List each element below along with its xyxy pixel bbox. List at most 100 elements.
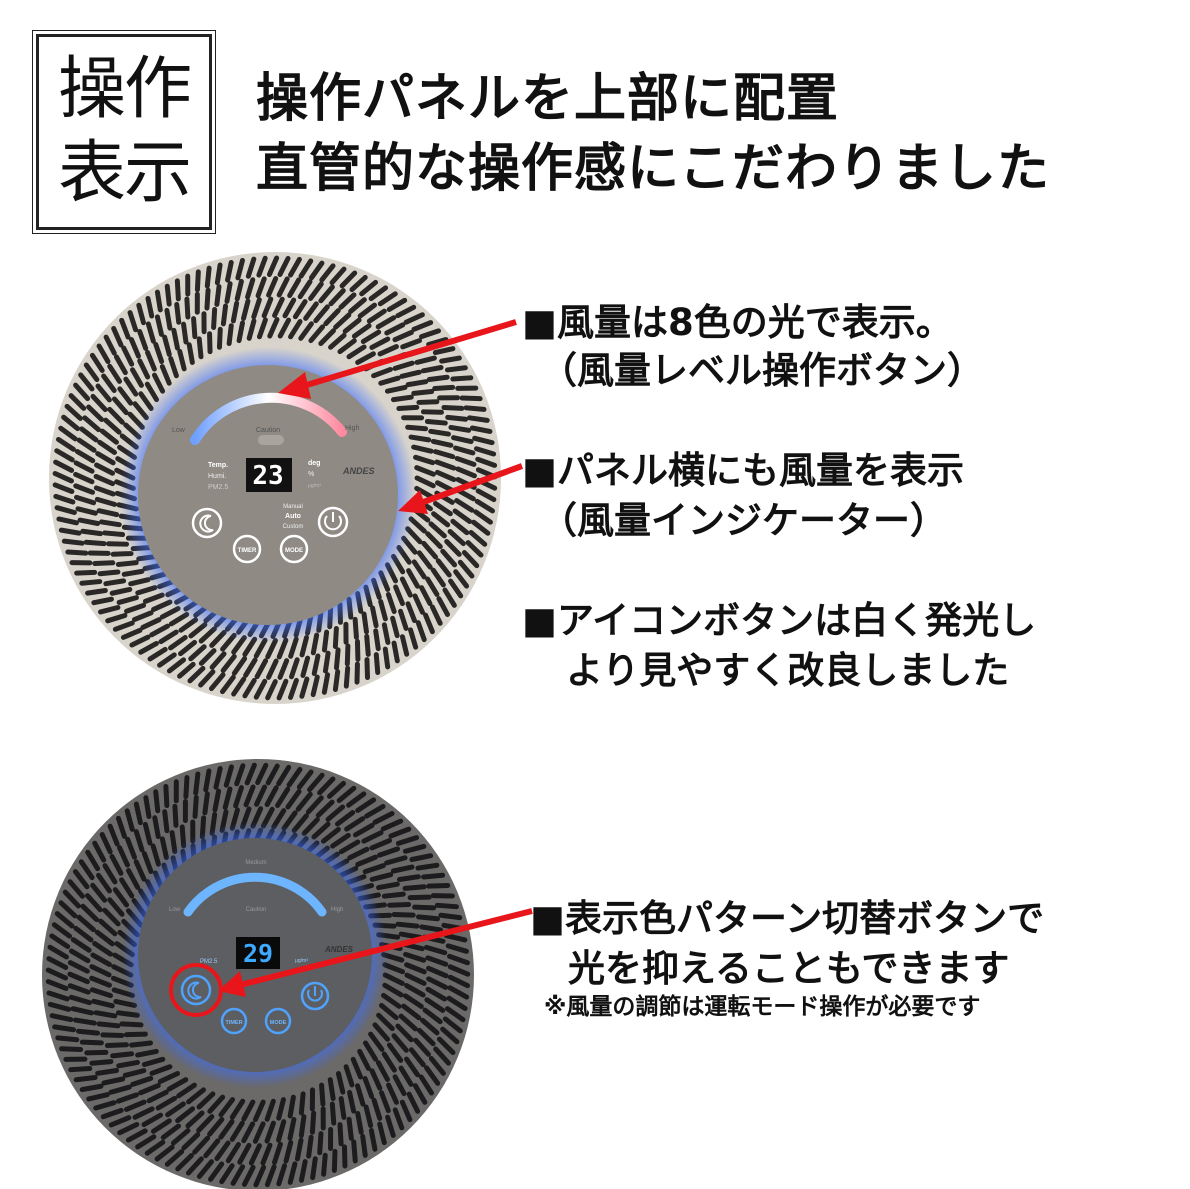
grille-slot	[94, 929, 115, 947]
grille-slot	[129, 634, 151, 648]
grille-slot	[301, 817, 320, 836]
grille-slot	[362, 1076, 375, 1099]
grille-slot	[261, 296, 274, 319]
grille-slot	[166, 657, 187, 674]
light-pattern-button-bottom[interactable]	[180, 974, 212, 1006]
light-pattern-button-top[interactable]	[191, 507, 223, 539]
grille-slot	[194, 269, 201, 293]
grille-slot	[255, 762, 269, 786]
grille-slot	[255, 276, 267, 299]
timer-button-top[interactable]	[232, 534, 262, 564]
humi-label: Humi.	[208, 473, 226, 480]
grille-slot	[362, 863, 386, 875]
grille-slot	[86, 1092, 110, 1102]
grille-slot	[329, 1101, 337, 1126]
grille-slot	[112, 887, 130, 908]
grille-slot	[398, 608, 409, 631]
grille-slot	[409, 853, 434, 863]
grille-slot	[468, 530, 488, 547]
grille-slot	[337, 338, 357, 355]
grille-slot	[276, 276, 290, 298]
grille-slot	[473, 509, 493, 525]
grille-slot	[45, 967, 69, 981]
grille-slot	[100, 1032, 125, 1038]
low-label-bottom: Low	[169, 907, 181, 913]
grille-slot	[47, 1001, 72, 1012]
grille-slot	[378, 375, 401, 386]
grille-slot	[399, 369, 422, 379]
grille-slot	[76, 914, 96, 933]
grille-slot	[402, 843, 427, 854]
grille-slot	[55, 1035, 80, 1043]
grille-slot	[402, 993, 424, 1009]
grille-slot	[459, 395, 483, 402]
grille-slot	[339, 270, 358, 289]
grille-slot	[52, 482, 75, 495]
grille-slot	[244, 762, 257, 786]
grille-slot	[276, 678, 289, 701]
grille-slot	[245, 256, 257, 279]
grille-slot	[103, 417, 122, 435]
grille-slot	[435, 558, 452, 578]
grille-slot	[466, 415, 490, 423]
grille-slot	[223, 764, 234, 788]
grille-slot	[265, 638, 278, 660]
timer-button-bottom[interactable]	[220, 1007, 248, 1035]
grille-slot	[350, 1056, 364, 1080]
grille-slot	[181, 1132, 201, 1151]
grille-slot	[315, 799, 335, 818]
grille-slot	[415, 620, 427, 643]
grille-slot	[381, 622, 391, 645]
grille-slot	[411, 320, 434, 332]
grille-slot	[363, 1104, 374, 1129]
grille-slot	[347, 846, 370, 861]
grille-slot	[416, 399, 440, 405]
grille-slot	[145, 295, 155, 319]
grille-slot	[68, 393, 87, 411]
power-icon-top[interactable]	[317, 506, 349, 538]
grille-slot	[96, 343, 111, 365]
grille-slot	[246, 318, 257, 341]
grille-slot	[79, 1039, 104, 1046]
grille-slot	[102, 863, 118, 885]
mode-button-bottom[interactable]	[264, 1007, 292, 1035]
grille-slot	[338, 292, 357, 310]
grille-slot	[433, 501, 453, 517]
grille-slot	[264, 1164, 277, 1188]
grille-slot	[310, 674, 320, 698]
grille-slot	[207, 1116, 225, 1137]
grille-slot	[447, 528, 466, 547]
mode-button-top[interactable]	[279, 534, 309, 564]
grille-slot	[119, 317, 131, 340]
grille-slot	[448, 424, 472, 433]
grille-slot	[289, 657, 300, 680]
grille-slot	[124, 602, 147, 614]
grille-slot	[142, 592, 165, 604]
grille-slot	[230, 1164, 246, 1186]
grille-slot	[425, 955, 449, 967]
grille-slot	[454, 498, 475, 513]
grille-slot	[256, 255, 268, 278]
grille-slot	[51, 922, 73, 939]
grille-slot	[266, 255, 280, 278]
grille-slot	[107, 823, 120, 847]
grille-slot	[133, 801, 143, 826]
grille-slot	[164, 307, 173, 331]
power-icon-bottom[interactable]	[300, 981, 330, 1011]
grille-slot	[125, 836, 137, 860]
grille-slot	[426, 976, 449, 990]
grille-slot	[300, 655, 311, 678]
grille-slot	[159, 364, 172, 386]
grille-slot	[433, 1046, 451, 1066]
grille-slot	[461, 550, 480, 569]
grille-slot	[218, 1097, 236, 1118]
grille-slot	[138, 640, 159, 655]
grille-slot	[375, 1060, 390, 1082]
grille-slot	[73, 483, 96, 495]
grille-slot	[471, 519, 491, 536]
grille-slot	[288, 636, 299, 659]
grille-slot	[123, 376, 139, 397]
grille-slot	[445, 414, 469, 422]
grille-slot	[162, 809, 170, 834]
grille-slot	[93, 1010, 118, 1019]
